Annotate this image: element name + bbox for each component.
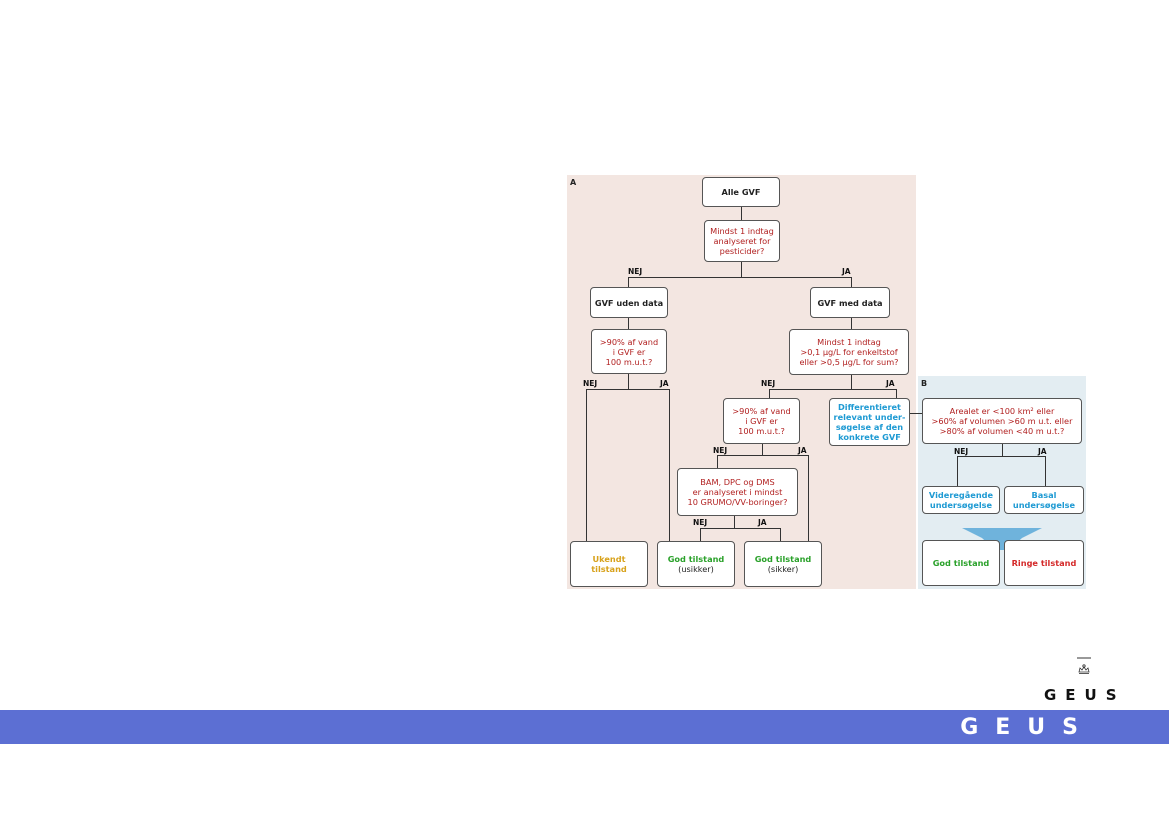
connector (896, 389, 897, 398)
connector (851, 318, 852, 329)
panel-b-letter: B (921, 379, 928, 388)
box-alle-gvf: Alle GVF (702, 177, 780, 207)
label-nej: NEJ (583, 379, 598, 388)
box-gvf-med-data: GVF med data (810, 287, 890, 318)
box-text: BAM, DPC og DMS er analyseret i mindst 1… (687, 477, 788, 507)
box-differentieret: Differentieret relevant under- søgelse a… (829, 398, 910, 446)
box-text: >90% af vand i GVF er 100 m.u.t.? (599, 336, 659, 367)
box-question-90-mid: >90% af vand i GVF er 100 m.u.t.? (723, 398, 800, 444)
connector (741, 262, 742, 277)
box-text: Videregående undersøgelse (928, 490, 994, 510)
box-question-areal: Arealet er <100 km² eller >60% af volume… (922, 398, 1082, 444)
label-ja: JA (798, 446, 807, 455)
box-text: Ukendt tilstand (591, 554, 627, 574)
box-title: God tilstand (667, 554, 725, 564)
connector (808, 455, 809, 541)
label-ja: JA (842, 267, 851, 276)
label-nej: NEJ (628, 267, 643, 276)
connector (1045, 456, 1046, 486)
box-god-tilstand-sikker: God tilstand (sikker) (744, 541, 822, 587)
box-subtitle: (usikker) (678, 564, 714, 574)
label-ja: JA (886, 379, 895, 388)
box-text: >90% af vand i GVF er 100 m.u.t.? (732, 406, 791, 436)
box-god-tilstand-b: God tilstand (922, 540, 1000, 586)
connector (957, 456, 958, 486)
box-text: Mindst 1 indtag >0,1 µg/L for enkeltstof… (799, 337, 899, 367)
connector (734, 516, 735, 528)
connector (851, 375, 852, 389)
label-nej: NEJ (713, 446, 728, 455)
connector (851, 277, 852, 287)
box-text: GVF med data (817, 297, 883, 308)
footer-logo-text: GEUS (960, 715, 1095, 740)
box-text: God tilstand (932, 558, 990, 568)
connector (1002, 444, 1003, 456)
connector (717, 455, 718, 468)
box-question-bam: BAM, DPC og DMS er analyseret i mindst 1… (677, 468, 798, 516)
connector (628, 318, 629, 329)
box-text: Alle GVF (721, 187, 761, 197)
box-text: Differentieret relevant under- søgelse a… (833, 402, 906, 442)
crown-icon (1077, 657, 1091, 674)
box-question-90-left: >90% af vand i GVF er 100 m.u.t.? (591, 329, 667, 374)
box-subtitle: (sikker) (767, 564, 799, 574)
connector (769, 389, 770, 398)
connector (669, 389, 670, 541)
box-question-analyseret: Mindst 1 indtag analyseret for pesticide… (704, 220, 780, 262)
box-text: Ringe tilstand (1011, 558, 1077, 568)
box-basal: Basal undersøgelse (1004, 486, 1084, 514)
box-god-tilstand-usikker: God tilstand (usikker) (657, 541, 735, 587)
arrow-down-icon (962, 528, 1042, 550)
label-ja: JA (1038, 447, 1047, 456)
box-text: Mindst 1 indtag analyseret for pesticide… (710, 226, 774, 256)
connector (957, 456, 1046, 457)
connector (741, 207, 742, 220)
box-title: God tilstand (754, 554, 812, 564)
label-nej: NEJ (761, 379, 776, 388)
connector (700, 528, 781, 529)
box-gvf-uden-data: GVF uden data (590, 287, 668, 318)
connector (717, 455, 809, 456)
box-text: GVF uden data (594, 297, 664, 308)
connector (762, 444, 763, 455)
box-text: Basal undersøgelse (1012, 490, 1076, 510)
panel-a-letter: A (570, 178, 577, 187)
box-ukendt-tilstand: Ukendt tilstand (570, 541, 648, 587)
box-question-threshold: Mindst 1 indtag >0,1 µg/L for enkeltstof… (789, 329, 909, 375)
footer-bar: GEUS (0, 710, 1169, 744)
connector (769, 389, 897, 390)
box-text: Arealet er <100 km² eller >60% af volume… (931, 406, 1073, 436)
connector (700, 528, 701, 541)
connector (910, 413, 922, 414)
label-ja: JA (758, 518, 767, 527)
connector (586, 389, 670, 390)
connector (628, 374, 629, 389)
label-nej: NEJ (954, 447, 969, 456)
box-videregaaende: Videregående undersøgelse (922, 486, 1000, 514)
label-nej: NEJ (693, 518, 708, 527)
connector (780, 528, 781, 541)
label-ja: JA (660, 379, 669, 388)
connector (628, 277, 852, 278)
connector (586, 389, 587, 541)
logo-text: GEUS (1044, 686, 1126, 704)
box-ringe-tilstand: Ringe tilstand (1004, 540, 1084, 586)
connector (628, 277, 629, 287)
